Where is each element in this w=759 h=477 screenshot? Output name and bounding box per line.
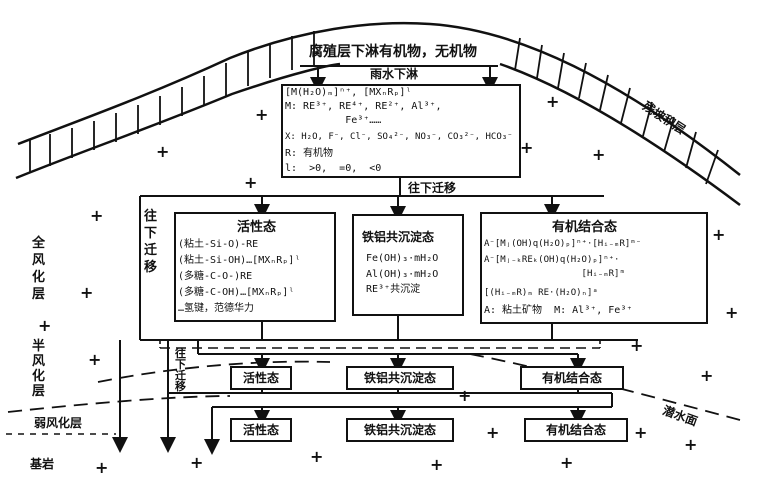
fe-al-title: 铁铝共沉淀态: [362, 230, 435, 244]
source-line-6: l: >0, =0, <0: [285, 163, 382, 174]
plus-sign: +: [725, 303, 739, 322]
organic-line-1: A⁻[Mⱼ(OH)q(H₂O)ₚ]ⁿ⁺·[Hᵢ₋ₘR]ᵐ⁻: [484, 239, 642, 249]
plus-sign: +: [560, 453, 574, 472]
layer-bedrock: 基岩: [30, 457, 55, 471]
hill-lower-line-right: [499, 62, 741, 207]
plus-sign: +: [80, 283, 94, 302]
organic-line-3: [Hᵢ₋ₘR]ᵐ: [484, 269, 625, 279]
hill-hatching: [29, 31, 719, 185]
plus-sign: +: [244, 173, 258, 192]
organic-box: [480, 212, 708, 324]
active-line-5: …氢键，范德华力: [178, 303, 255, 314]
hill-upper-line: [17, 21, 741, 176]
plus-sign: +: [634, 423, 648, 442]
row3-active-box: 活性态: [230, 418, 292, 442]
flow-label-row2: 往 下 迁 移: [175, 347, 186, 393]
active-line-4: (多糖-C-OH)…[MXₙRₚ]ˡ: [178, 287, 295, 298]
plus-sign: +: [38, 316, 52, 335]
plus-sign: +: [486, 423, 500, 442]
plus-sign: +: [95, 458, 109, 477]
row3-organic-box: 有机结合态: [524, 418, 628, 442]
plus-sign: +: [458, 386, 472, 405]
source-line-2: M: RE³⁺, RE⁴⁺, RE²⁺, Al³⁺,: [285, 101, 442, 112]
layer-full-weathered: 全 风 化 层: [32, 236, 46, 302]
source-line-5: R: 有机物: [285, 148, 334, 159]
row3-fe-al-box: 铁铝共沉淀态: [346, 418, 454, 442]
plus-sign: +: [592, 145, 606, 164]
fe-al-line-2: Al(OH)₃·mH₂O: [366, 269, 439, 280]
organic-line-4: [(Hᵢ₋ₘR)ₘ RE·(H₂O)ₙ]ᵃ: [484, 288, 598, 298]
flow-label-left: 往 下 迁 移: [144, 209, 158, 275]
plus-sign: +: [630, 336, 644, 355]
plus-sign: +: [255, 105, 269, 124]
active-line-3: (多糖-C-O-)RE: [178, 271, 253, 282]
half-weathered-boundary: [97, 360, 331, 383]
plus-sign: +: [700, 366, 714, 385]
organic-line-2: A⁻[Mⱼ₋ₖREₖ(OH)q(H₂O)ₚ]ⁿ⁺·: [484, 255, 620, 265]
row2-fe-al-box: 铁铝共沉淀态: [346, 366, 454, 390]
fe-al-line-1: Fe(OH)₃·mH₂O: [366, 253, 439, 264]
plus-sign: +: [310, 447, 324, 466]
active-state-title: 活性态: [237, 220, 277, 235]
active-line-2: (粘土-Si-OH)…[MXₙRₚ]ˡ: [178, 255, 301, 266]
active-state-box: [174, 212, 336, 322]
organic-line-5: A: 粘土矿物 M: Al³⁺, Fe³⁺: [484, 305, 633, 316]
source-line-3: Fe³⁺……: [285, 115, 382, 126]
plus-sign: +: [684, 435, 698, 454]
source-line-4: X: H₂O, F⁻, Cl⁻, SO₄²⁻, NO₃⁻, CO₃²⁻, HCO…: [285, 132, 513, 142]
plus-sign: +: [156, 142, 170, 161]
rain-leaching-label: 雨水下淋: [370, 67, 419, 81]
plus-sign: +: [90, 206, 104, 225]
topsoil-leaching-label: 腐殖层下淋有机物，无机物: [309, 44, 477, 60]
organic-title: 有机结合态: [552, 220, 618, 235]
weak-weathered-boundary: [7, 395, 231, 413]
plus-sign: +: [546, 92, 560, 111]
plus-sign: +: [430, 455, 444, 474]
flow-label-down-1: 往下迁移: [408, 181, 457, 195]
source-box: [281, 84, 521, 178]
row2-active-box: 活性态: [230, 366, 292, 390]
plus-sign: +: [712, 225, 726, 244]
fe-al-box: [352, 214, 464, 316]
layer-weak-weathered: 弱风化层: [34, 416, 83, 430]
plus-sign: +: [520, 138, 534, 157]
plus-sign: +: [88, 350, 102, 369]
row2-organic-box: 有机结合态: [520, 366, 624, 390]
source-line-1: [M(H₂O)ₘ]ⁿ⁺, [MXₙRₚ]ˡ: [285, 87, 412, 98]
plus-sign: +: [190, 453, 204, 472]
fe-al-line-3: RE³⁺共沉淀: [366, 284, 421, 295]
layer-half-weathered: 半 风 化 层: [32, 339, 46, 399]
active-line-1: (粘土-Si-O)-RE: [178, 239, 259, 250]
